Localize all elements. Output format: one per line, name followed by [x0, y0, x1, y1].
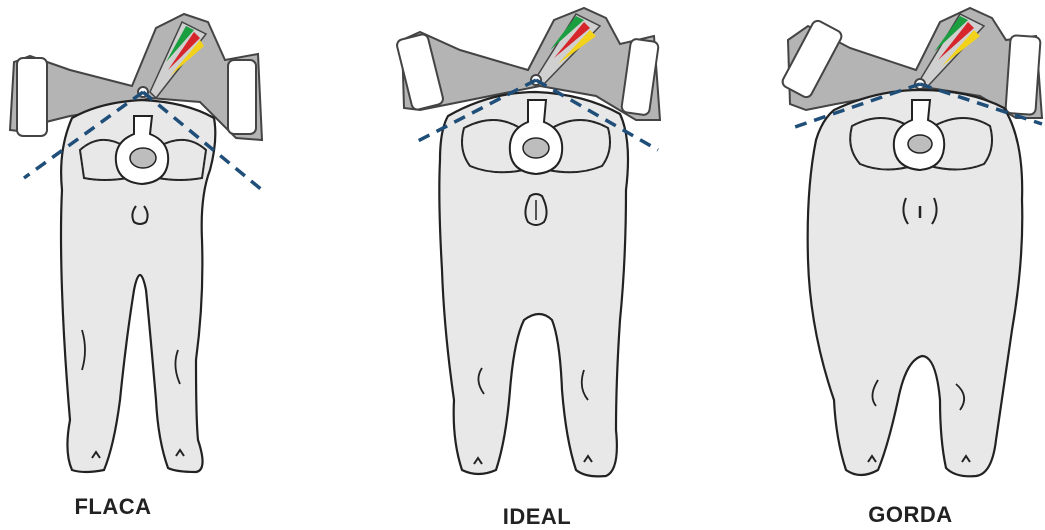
body-condition-caliper-icon: [8, 12, 264, 142]
thin-body-outline: [59, 98, 217, 474]
spine-cross-section-icon: [78, 115, 208, 186]
panel-ideal: IDEAL: [390, 0, 690, 529]
condition-label-thin: FLACA: [74, 494, 152, 519]
ideal-body-outline: [438, 90, 630, 478]
body-condition-caliper-icon: [396, 6, 662, 121]
thin-animal-illustration: [8, 12, 264, 474]
ideal-animal-illustration: [396, 6, 662, 478]
panel-fat: GORDA: [780, 0, 1045, 528]
condition-label-ideal: IDEAL: [502, 504, 572, 529]
spine-cross-section-icon: [849, 99, 993, 172]
fat-animal-illustration: [781, 6, 1044, 478]
fat-body-outline: [806, 88, 1024, 478]
spine-cross-section-icon: [461, 99, 611, 176]
condition-label-fat: GORDA: [868, 502, 953, 527]
panel-thin: FLACA: [0, 0, 290, 528]
body-condition-caliper-icon: [781, 6, 1044, 119]
